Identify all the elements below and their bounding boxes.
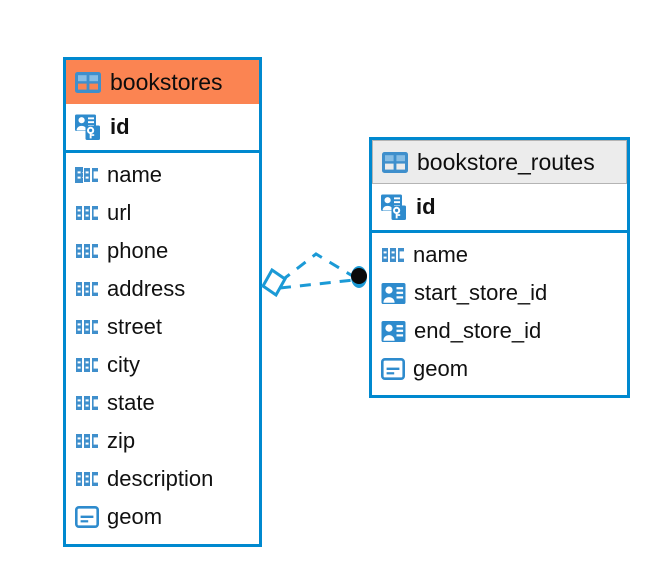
geometry-type-icon (381, 358, 405, 380)
text-type-icon (76, 358, 98, 372)
text-type-icon (76, 396, 98, 410)
field-label: end_store_id (414, 318, 542, 343)
field-label: start_store_id (414, 280, 548, 305)
field-label: description (107, 466, 214, 491)
field-label: address (107, 276, 186, 301)
field-row-url[interactable]: url (66, 194, 259, 232)
primary-key-icon (75, 114, 100, 140)
text-type-icon (76, 244, 98, 258)
field-label: id (110, 114, 130, 139)
table-icon (382, 151, 408, 173)
text-type-icon (76, 320, 98, 334)
text-type-icon (76, 282, 98, 296)
field-row-zip[interactable]: zip (66, 422, 259, 460)
field-row-primary-key[interactable]: id (372, 184, 627, 230)
text-type-icon (76, 206, 98, 220)
field-label: zip (107, 428, 136, 453)
primary-key-section-bookstore-routes: id (372, 184, 627, 233)
entity-header-bookstore-routes[interactable]: bookstore_routes (372, 140, 627, 184)
field-row-address[interactable]: address (66, 270, 259, 308)
text-type-icon (75, 167, 98, 183)
field-label: city (107, 352, 140, 377)
field-row-start-store-id[interactable]: start_store_id (372, 274, 627, 312)
relationship-endpoint-circle (351, 266, 367, 288)
field-row-city[interactable]: city (66, 346, 259, 384)
field-row-state[interactable]: state (66, 384, 259, 422)
primary-key-icon (381, 194, 406, 220)
field-label: street (107, 314, 163, 339)
field-row-end-store-id[interactable]: end_store_id (372, 312, 627, 350)
foreign-key-icon (381, 320, 406, 342)
field-list-bookstore-routes: name start_store_id (372, 233, 627, 392)
text-type-icon (76, 472, 98, 486)
field-row-street[interactable]: street (66, 308, 259, 346)
field-label: geom (107, 504, 163, 529)
field-label: name (107, 162, 163, 187)
field-row-primary-key[interactable]: id (66, 104, 259, 150)
text-type-icon (76, 434, 98, 448)
field-row-description[interactable]: description (66, 460, 259, 498)
field-row-name[interactable]: name (66, 156, 259, 194)
field-label: url (107, 200, 132, 225)
field-label: phone (107, 238, 169, 263)
text-type-icon (382, 248, 404, 262)
foreign-key-icon (381, 282, 406, 304)
entity-header-bookstores[interactable]: bookstores (66, 60, 259, 104)
entity-bookstore-routes[interactable]: bookstore_routes id (369, 137, 630, 398)
entity-title: bookstores (110, 68, 223, 95)
field-row-phone[interactable]: phone (66, 232, 259, 270)
relationship-line-lower (279, 278, 355, 290)
field-label: name (413, 242, 469, 267)
relationship-line-upper (280, 252, 357, 283)
entity-bookstores[interactable]: bookstores id (63, 57, 262, 547)
field-row-geom[interactable]: geom (372, 350, 627, 388)
geometry-type-icon (75, 506, 99, 528)
field-list-bookstores: name url (66, 153, 259, 540)
entity-title: bookstore_routes (417, 148, 595, 175)
field-row-geom[interactable]: geom (66, 498, 259, 536)
primary-key-section-bookstores: id (66, 104, 259, 153)
table-icon (75, 71, 101, 93)
field-row-name[interactable]: name (372, 236, 627, 274)
relationship-endpoint-diamond (261, 267, 287, 298)
field-label: state (107, 390, 155, 415)
field-label: id (416, 194, 436, 219)
field-label: geom (413, 356, 469, 381)
